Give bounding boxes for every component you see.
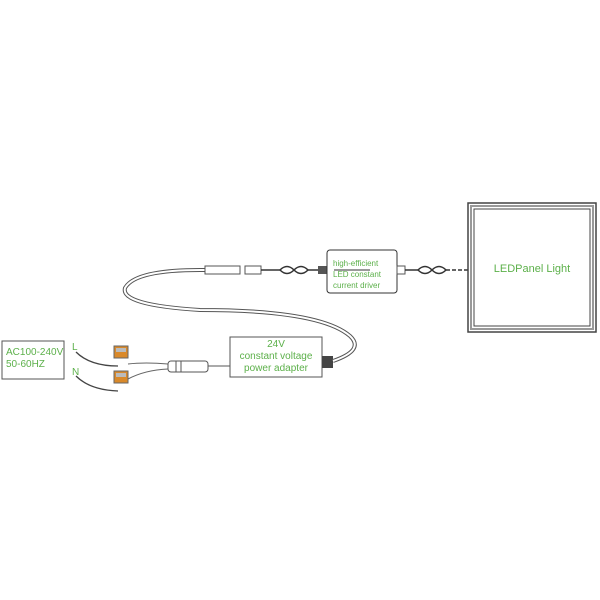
ac-frequency-label: 50-60HZ — [6, 359, 45, 370]
power-adapter-box — [229, 336, 323, 378]
adapter-voltage-label: 24V — [267, 339, 285, 350]
dc-jack — [244, 265, 262, 275]
driver-label-3: current driver — [333, 281, 381, 290]
ac-voltage-label: AC100-240V — [6, 347, 64, 358]
wire-connector-live — [113, 345, 129, 359]
wire-connector-neutral — [113, 370, 129, 384]
live-wire — [75, 351, 119, 367]
ac-input-box — [1, 340, 65, 380]
dc-plug — [204, 265, 241, 275]
adapter-type-label: constant voltage — [239, 351, 313, 362]
panel-label: LEDPanel Light — [493, 263, 571, 275]
neutral-label: N — [72, 367, 80, 378]
plug — [167, 360, 209, 373]
driver-label-1: high-efficient — [333, 259, 379, 268]
live-label: L — [72, 342, 78, 353]
adapter-name-label: power adapter — [244, 363, 308, 374]
neutral-wire — [75, 375, 119, 392]
driver-label-2: LED constant — [333, 270, 382, 279]
